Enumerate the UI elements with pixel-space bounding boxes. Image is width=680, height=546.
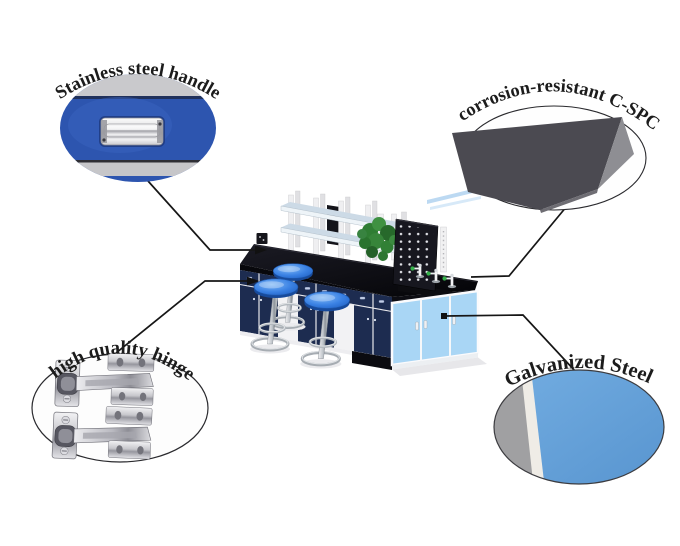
cspc-board — [452, 117, 634, 213]
door-handle-dots — [252, 297, 377, 322]
stainless-handle — [99, 116, 165, 147]
end-cabinet — [352, 289, 487, 376]
galvanized-panel — [494, 370, 664, 484]
arrowhead-stainless-handle — [255, 245, 267, 255]
callout-high-quality-hinge: high quality hinge — [31, 337, 209, 463]
callout-corrosion-resistant-cspc: corrosion-resistant C-SPC — [452, 76, 663, 213]
drawer-photo — [60, 74, 216, 182]
arrowhead-hinge — [247, 276, 259, 286]
right-glass-shelf — [427, 187, 481, 204]
callout-line-galvanized — [444, 314, 577, 373]
callout-line-cspc — [470, 205, 568, 278]
callout-stainless-steel-handle: Stainless steel handle — [52, 59, 224, 182]
callout-lines — [115, 180, 577, 373]
lab-bench-illustration — [239, 187, 487, 376]
callout-line-hinge — [115, 280, 248, 354]
callout-galvanized-steel: Galvanized Steel — [493, 351, 665, 485]
socket-box — [256, 233, 268, 244]
endpoint-dot-galvanized — [441, 313, 447, 319]
callout-line-stainless-handle — [147, 180, 256, 251]
